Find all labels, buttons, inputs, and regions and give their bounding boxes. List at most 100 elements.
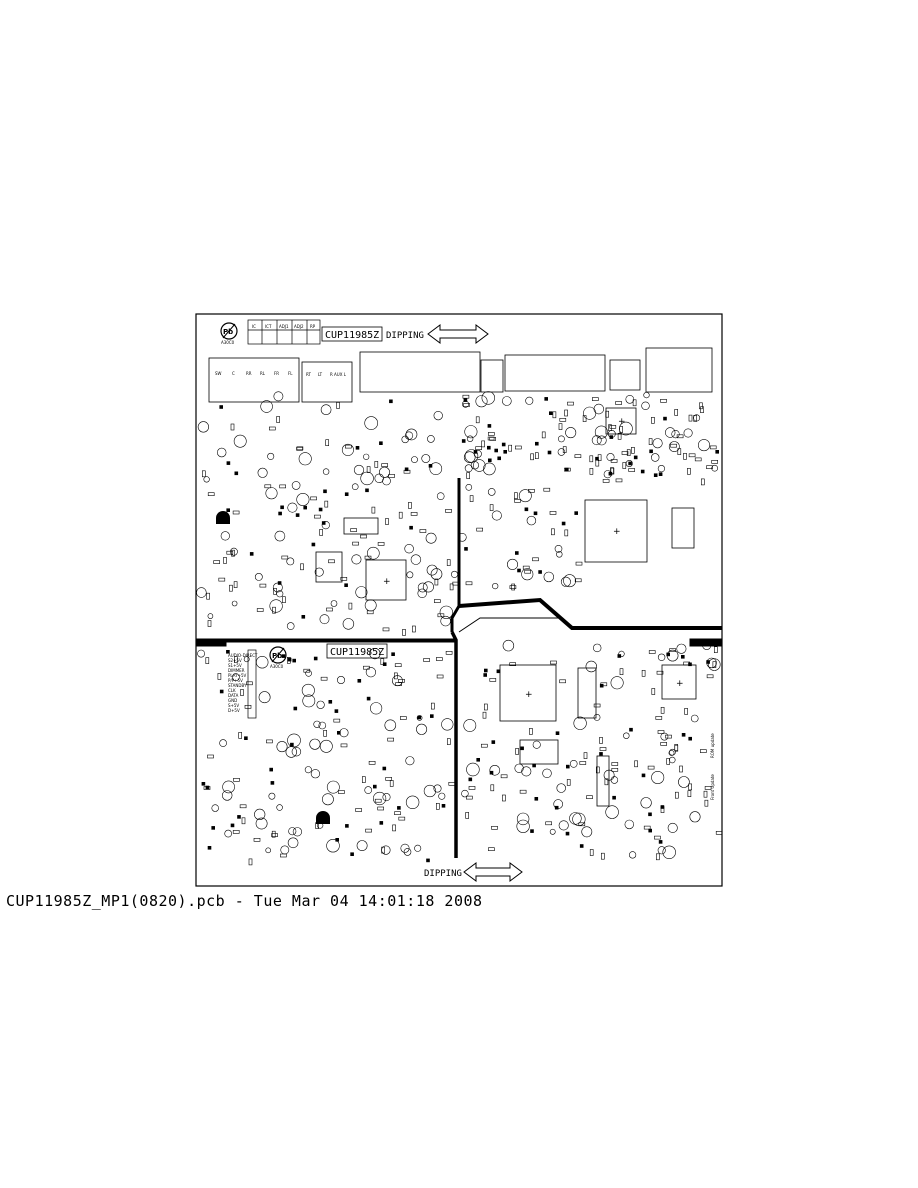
smd-pad	[660, 398, 667, 403]
filled-pad	[207, 845, 212, 850]
filled-pad	[534, 796, 539, 801]
capacitor	[314, 567, 324, 577]
filled-pad	[379, 441, 383, 446]
filled-pad	[270, 781, 275, 785]
filled-pad	[599, 752, 603, 756]
filled-pad	[211, 826, 215, 830]
file-caption: CUP11985Z_MP1(0820).pcb - Tue Mar 04 14:…	[6, 892, 483, 910]
capacitor	[516, 819, 530, 833]
bottom-dipping-label: DIPPING	[424, 869, 462, 879]
smd-pad	[641, 669, 646, 677]
capacitor	[624, 819, 634, 830]
smd-pad	[350, 528, 357, 532]
smd-pad	[296, 446, 303, 451]
capacitor	[464, 449, 479, 463]
smd-pad	[382, 627, 390, 632]
capacitor	[594, 425, 608, 439]
filled-pad	[357, 678, 362, 683]
smd-pad	[468, 786, 476, 790]
smd-pad	[452, 581, 460, 586]
capacitor	[258, 691, 271, 704]
smd-pad	[462, 394, 470, 399]
filled-pad	[249, 552, 254, 556]
capacitor	[265, 487, 278, 500]
capacitor	[318, 721, 327, 730]
filled-pad	[468, 777, 473, 782]
filled-pad	[269, 767, 274, 772]
capacitor	[583, 406, 597, 420]
smd-pad	[205, 657, 210, 664]
smd-pad	[567, 401, 574, 406]
capacitor	[430, 568, 443, 580]
filled-pad	[281, 654, 286, 658]
smd-pad	[340, 576, 348, 581]
smd-pad	[684, 708, 688, 715]
smd-pad	[551, 528, 555, 536]
smd-pad	[232, 830, 240, 834]
smd-pad	[402, 629, 406, 636]
capacitor	[287, 837, 299, 849]
bottom-double-arrow	[463, 862, 523, 882]
capacitor	[489, 764, 501, 776]
smd-pad	[233, 777, 240, 782]
smd-pad	[489, 678, 497, 682]
capacitor	[450, 570, 458, 578]
smd-pad	[549, 511, 557, 515]
smd-pad	[694, 457, 702, 462]
smd-pad	[403, 469, 411, 474]
smd-pad	[273, 587, 277, 595]
capacitor	[286, 622, 295, 630]
capacitor	[610, 676, 624, 690]
filled-pad	[473, 450, 478, 454]
capacitor	[243, 656, 250, 663]
capacitor	[374, 473, 384, 483]
capacitor	[678, 776, 690, 788]
smd-pad	[703, 790, 708, 798]
smd-pad	[545, 821, 553, 826]
capacitor	[255, 817, 268, 830]
svg-text:+: +	[618, 417, 626, 427]
top-dipping-label: DIPPING	[386, 331, 424, 341]
smd-pad	[628, 468, 636, 472]
smd-pad	[241, 817, 246, 825]
capacitor	[425, 532, 437, 544]
smd-pad	[514, 498, 521, 503]
smd-pad	[240, 689, 244, 696]
smd-pad	[230, 423, 235, 431]
capacitor	[689, 811, 701, 823]
capacitor	[683, 428, 693, 438]
filled-pad	[311, 542, 316, 547]
smd-pad	[412, 625, 416, 633]
filled-pad	[658, 840, 663, 844]
smd-pad	[281, 555, 289, 560]
smd-pad	[522, 565, 530, 570]
smd-pad	[619, 668, 624, 676]
filled-pad	[565, 831, 570, 836]
filled-pad	[426, 858, 430, 863]
smd-pad	[597, 454, 602, 462]
capacitor	[697, 439, 710, 452]
smd-pad	[381, 463, 389, 467]
capacitor	[439, 605, 453, 619]
filled-pad	[649, 449, 653, 454]
capacitor	[276, 590, 284, 598]
smd-pad	[326, 607, 333, 612]
svg-text:Front Update: Front Update	[710, 774, 715, 800]
smd-pad	[437, 613, 445, 618]
smd-pad	[655, 853, 660, 861]
capacitor	[625, 394, 635, 404]
smd-pad	[320, 676, 328, 681]
capacitor	[464, 425, 478, 439]
capacitor	[693, 414, 701, 422]
filled-pad	[219, 689, 224, 694]
smd-pad	[469, 495, 474, 502]
smd-pad	[586, 795, 593, 800]
svg-text:S2+5V: S2+5V	[228, 658, 242, 663]
smd-pad	[660, 806, 665, 813]
smd-pad	[543, 487, 551, 492]
filled-pad	[277, 581, 282, 585]
smd-pad	[368, 760, 376, 765]
smd-pad	[394, 811, 401, 816]
filled-pad	[561, 521, 566, 526]
capacitor	[351, 554, 362, 565]
